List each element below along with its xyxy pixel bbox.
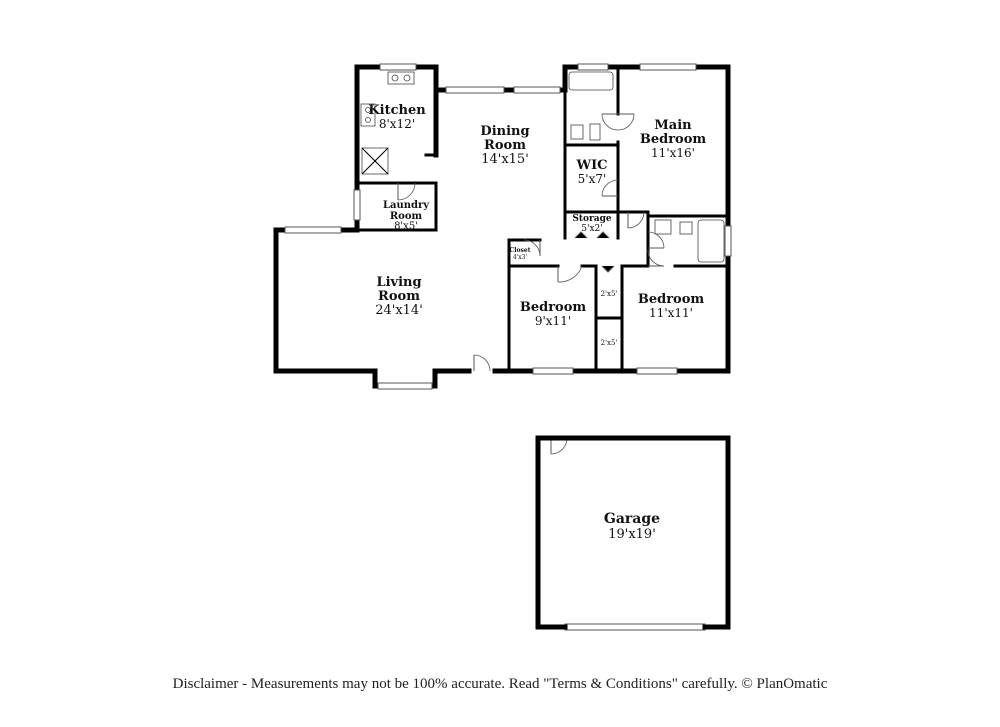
dining-dims: 14'x15' <box>481 152 529 167</box>
main-bedroom-name-2: Bedroom <box>640 132 707 147</box>
garage-walls <box>535 435 731 630</box>
kitchen-name: Kitchen <box>368 103 426 118</box>
storage-name: Storage <box>572 214 612 224</box>
kitchen-dims: 8'x12' <box>379 117 415 131</box>
interior-walls <box>355 68 730 373</box>
fixtures <box>360 71 725 631</box>
storage-dims: 5'x2' <box>581 224 602 234</box>
closet-dims: 4'x3' <box>513 254 528 261</box>
garage-dims: 19'x19' <box>608 527 656 542</box>
main-bedroom-dims: 11'x16' <box>651 146 695 160</box>
main-bedroom-name-1: Main <box>654 118 692 133</box>
bedroom-right-dims: 11'x11' <box>649 306 693 320</box>
living-name-1: Living <box>376 275 421 290</box>
wic-dims: 5'x7' <box>578 172 607 186</box>
windows <box>284 63 732 390</box>
laundry-dims: 8'x5' <box>394 221 418 232</box>
room-labels: Kitchen 8'x12' Dining Room 14'x15' Main … <box>368 103 706 542</box>
doors <box>397 113 665 455</box>
laundry-name-2: Room <box>390 211 423 222</box>
dining-name-2: Room <box>484 138 526 153</box>
bedroom-left-dims: 9'x11' <box>535 314 571 328</box>
living-dims: 24'x14' <box>375 303 423 318</box>
bedroom-left-name: Bedroom <box>520 300 587 315</box>
closet-upper-dims: 2'x5' <box>601 290 618 298</box>
bedroom-right-name: Bedroom <box>638 292 705 307</box>
closet-name: Closet <box>509 247 530 254</box>
laundry-name-1: Laundry <box>383 200 430 211</box>
closet-lower-dims: 2'x5' <box>601 339 618 347</box>
wic-name: WIC <box>575 158 607 173</box>
living-name-2: Room <box>378 289 420 304</box>
garage-name: Garage <box>604 511 660 527</box>
dining-name-1: Dining <box>480 124 529 139</box>
disclaimer-text: Disclaimer - Measurements may not be 100… <box>172 676 828 692</box>
